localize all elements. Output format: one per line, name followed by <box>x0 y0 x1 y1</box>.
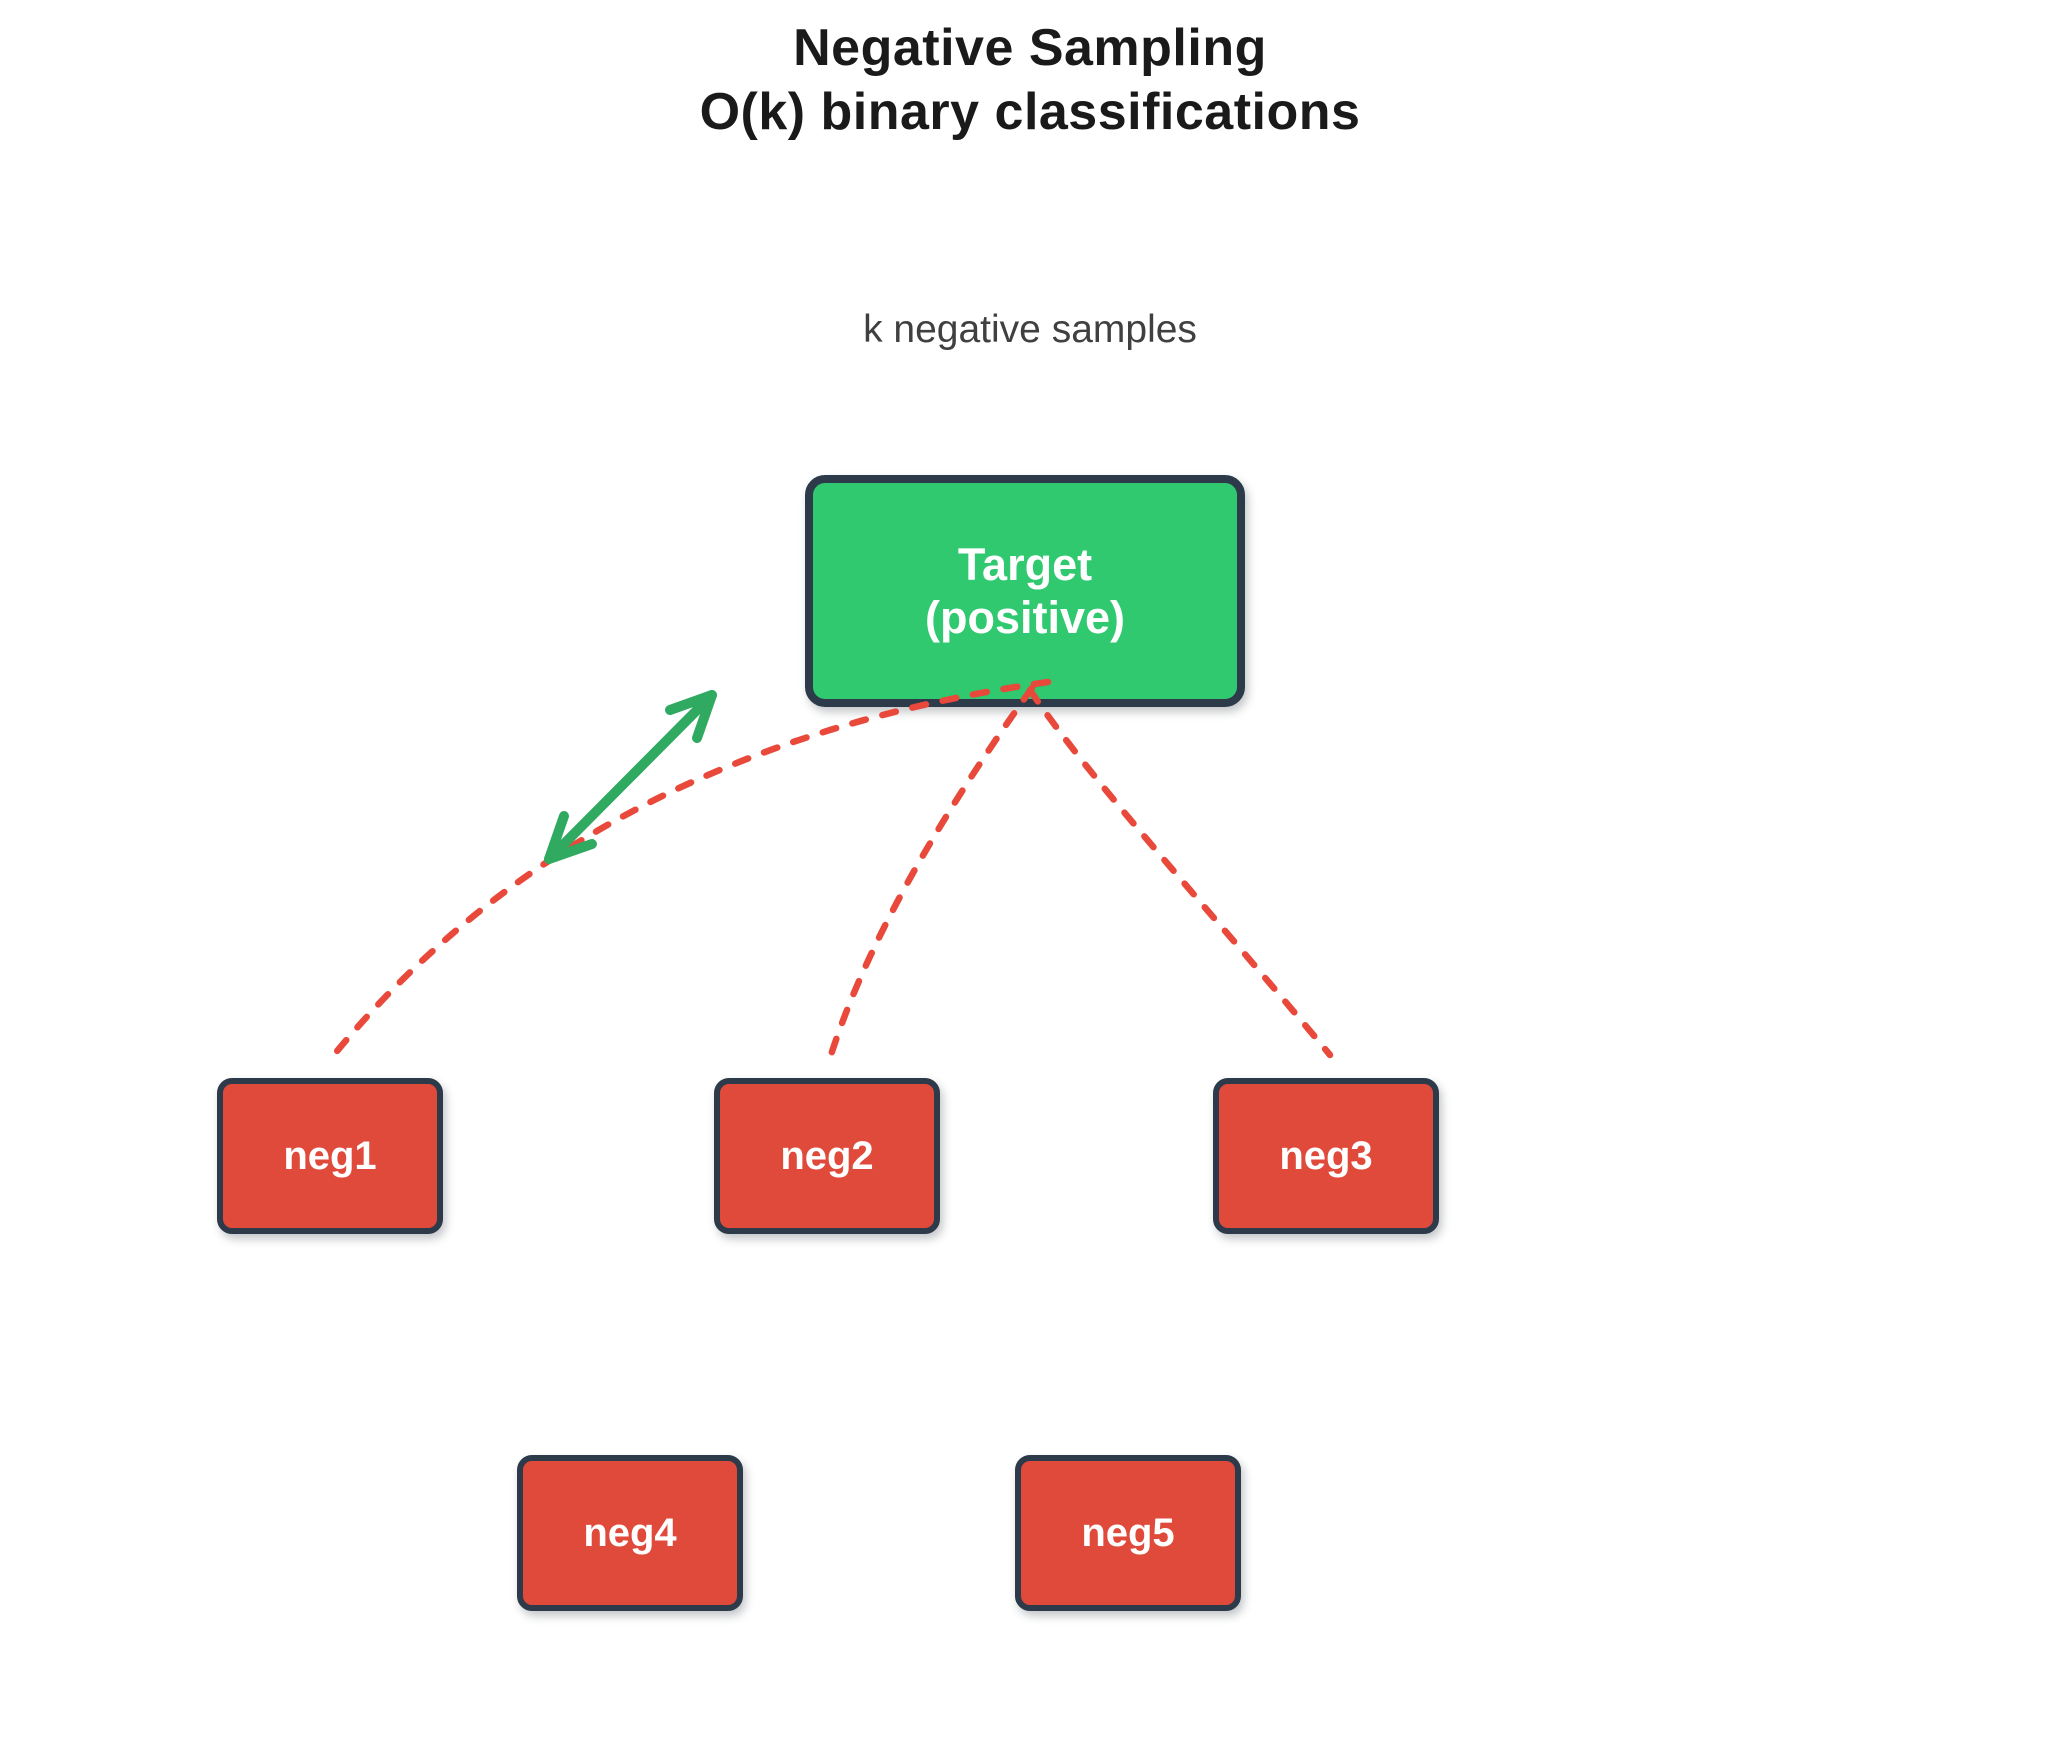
neg2-label: neg2 <box>780 1133 874 1178</box>
title-line-1: Negative Sampling <box>793 19 1267 77</box>
neg3-label: neg3 <box>1279 1133 1373 1178</box>
node-neg1: neg1 <box>217 1078 443 1234</box>
double-arrow-head-bottom <box>544 811 597 864</box>
dashed-edge-target-neg1 <box>329 678 1052 1060</box>
node-neg2: neg2 <box>714 1078 940 1234</box>
neg5-label: neg5 <box>1081 1510 1175 1555</box>
neg1-label: neg1 <box>283 1133 377 1178</box>
title-line-2: O(k) binary classifications <box>699 83 1361 141</box>
target-label-line1: Target <box>957 539 1093 590</box>
target-label-line2: (positive) <box>924 592 1126 643</box>
double-arrow-target-neg1 <box>544 690 717 864</box>
node-target-positive: Target (positive) <box>805 475 1245 707</box>
node-neg5: neg5 <box>1015 1455 1241 1611</box>
double-arrow-head-top <box>665 690 717 743</box>
double-arrow-shaft <box>544 690 717 864</box>
page-title: Negative Sampling O(k) binary classifica… <box>0 16 2052 144</box>
dashed-edge-target-neg2 <box>826 684 1036 1062</box>
k-negative-samples-label: k negative samples <box>863 308 1197 351</box>
node-neg3: neg3 <box>1213 1078 1439 1234</box>
node-neg4: neg4 <box>517 1455 743 1611</box>
dashed-edge-target-neg3 <box>1026 686 1334 1059</box>
neg4-label: neg4 <box>583 1510 677 1555</box>
